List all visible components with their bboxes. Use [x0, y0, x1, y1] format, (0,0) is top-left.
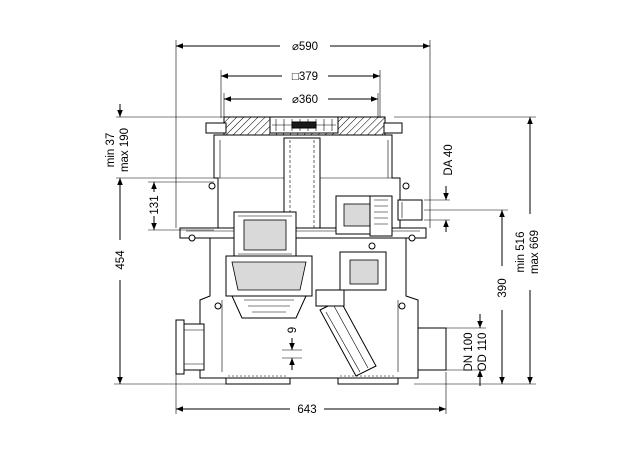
dimensions: ⌀590 □379 ⌀360 min 37 max 190 131 454	[105, 40, 541, 416]
check-valve	[315, 289, 377, 377]
outlet-pipe	[417, 327, 447, 371]
dim-da40-label: DA 40	[443, 144, 455, 175]
dim-max669-label: max 669	[529, 230, 541, 274]
cover-rim-left	[205, 122, 227, 134]
dim-od110-label: OD 110	[477, 333, 489, 372]
dim-390-label: 390	[497, 278, 509, 297]
dim-360-label: ⌀360	[292, 94, 318, 106]
dim-454-label: 454	[115, 250, 127, 270]
dim-379-label: □379	[292, 71, 318, 83]
valve-unit	[335, 195, 393, 291]
dim-min516-label: min 516	[515, 232, 527, 273]
dim-max190-label: max 190	[119, 128, 131, 172]
separator-device	[175, 116, 447, 385]
dim-dn100-label: DN 100	[463, 333, 475, 372]
cover-grate	[269, 116, 339, 134]
dim-9-label: 9	[287, 327, 299, 333]
pump-motor	[225, 211, 313, 319]
cover-rim-right	[383, 122, 403, 134]
dim-131-label: 131	[149, 195, 161, 214]
dim-643-label: 643	[297, 404, 316, 416]
dim-min37-label: min 37	[105, 133, 117, 168]
da40-pipe	[397, 199, 423, 221]
dim-590-label: ⌀590	[292, 41, 318, 53]
